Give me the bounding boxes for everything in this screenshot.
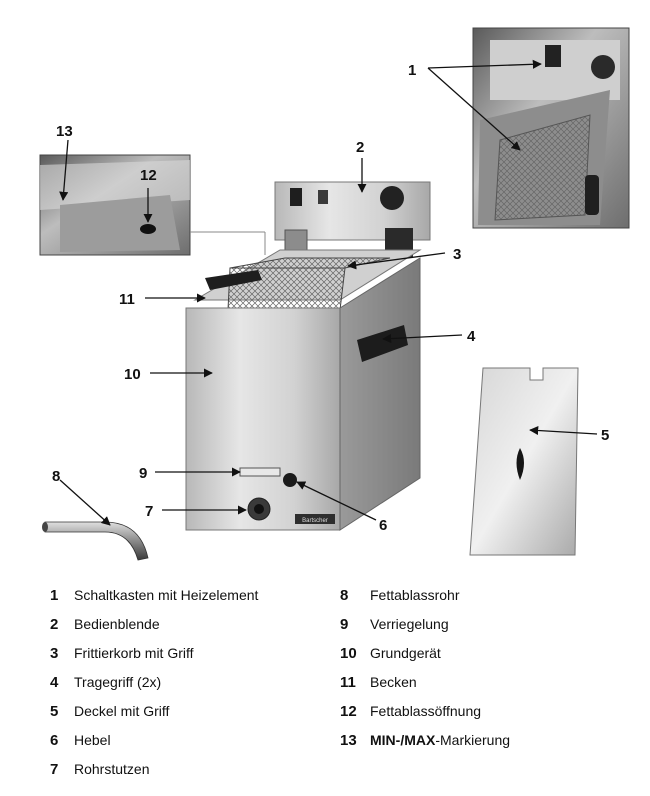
- legend-num: 1: [50, 587, 59, 604]
- legend-num: 7: [50, 761, 59, 778]
- legend-num: 2: [50, 616, 59, 633]
- legend-item-12: 12 Fettablassöffnung: [340, 703, 481, 720]
- lid: [469, 367, 579, 556]
- legend-num: 3: [50, 645, 59, 662]
- legend-num: 4: [50, 674, 59, 691]
- legend-text: Fettablassöffnung: [370, 703, 482, 719]
- callout-9: 9: [139, 465, 147, 482]
- callout-8: 8: [52, 468, 60, 485]
- callout-1: 1: [408, 62, 416, 79]
- callout-7: 7: [145, 503, 153, 520]
- legend-text-bold: MIN-/MAX: [370, 732, 436, 748]
- drain-hole-icon: [140, 224, 156, 234]
- lid-grip-icon: [516, 448, 524, 480]
- legend-num: 6: [50, 732, 59, 749]
- switch-icon: [545, 45, 561, 67]
- callout-2: 2: [356, 139, 364, 156]
- legend-item-4: 4 Tragegriff (2x): [50, 674, 161, 691]
- legend-text: Bedienblende: [74, 616, 160, 632]
- lever-icon: [283, 473, 297, 487]
- legend-item-11: 11 Becken: [340, 674, 417, 691]
- inset-control-box: [472, 27, 630, 229]
- drain-socket-icon: [254, 504, 264, 514]
- legend-num: 11: [340, 674, 356, 691]
- legend-item-13: 13 MIN-/MAX-Markierung: [340, 732, 510, 749]
- drain-pipe: [42, 521, 149, 561]
- brand-badge: Bartscher: [302, 518, 328, 524]
- carry-handle-icon: [357, 325, 408, 362]
- legend-text: Grundgerät: [370, 645, 441, 661]
- callout-6: 6: [379, 517, 387, 534]
- legend-text: Becken: [370, 674, 417, 690]
- legend-item-8: 8 Fettablassrohr: [340, 587, 459, 604]
- legend-num: 5: [50, 703, 59, 720]
- callout-3: 3: [453, 246, 461, 263]
- legend-text: Tragegriff (2x): [74, 674, 162, 690]
- legend-text: Fettablassrohr: [370, 587, 460, 603]
- thermostat-knob-icon: [380, 186, 404, 210]
- legend-num: 9: [340, 616, 349, 633]
- legend-text: Frittierkorb mit Griff: [74, 645, 194, 661]
- callout-13: 13: [56, 123, 73, 140]
- callout-12: 12: [140, 167, 157, 184]
- legend-item-9: 9 Verriegelung: [340, 616, 449, 633]
- legend-num: 8: [340, 587, 349, 604]
- legend-item-7: 7 Rohrstutzen: [50, 761, 149, 778]
- legend-item-1: 1 Schaltkasten mit Heizelement: [50, 587, 258, 604]
- legend-num: 10: [340, 645, 357, 662]
- callout-11: 11: [119, 291, 135, 308]
- legend-text: Verriegelung: [370, 616, 449, 632]
- legend-item-6: 6 Hebel: [50, 732, 111, 749]
- legend-text: -Markierung: [435, 732, 511, 748]
- basket-handle-icon: [205, 270, 262, 290]
- leader-lines: [59, 59, 598, 526]
- inset-drain-opening: [39, 154, 191, 256]
- legend-item-10: 10 Grundgerät: [340, 645, 441, 662]
- legend-text: Schaltkasten mit Heizelement: [74, 587, 259, 603]
- legend-item-3: 3 Frittierkorb mit Griff: [50, 645, 194, 662]
- legend-text: Rohrstutzen: [74, 761, 150, 777]
- legend-item-2: 2 Bedienblende: [50, 616, 160, 633]
- callout-10: 10: [124, 366, 141, 383]
- callout-4: 4: [467, 328, 476, 345]
- knob-icon: [591, 55, 615, 79]
- legend-num: 12: [340, 703, 357, 720]
- legend-text: Deckel mit Griff: [74, 703, 170, 719]
- callout-5: 5: [601, 427, 609, 444]
- fryer-unit: Bartscher: [185, 181, 431, 531]
- legend-text: Hebel: [74, 732, 111, 748]
- legend-num: 13: [340, 732, 357, 749]
- legend-item-5: 5 Deckel mit Griff: [50, 703, 169, 720]
